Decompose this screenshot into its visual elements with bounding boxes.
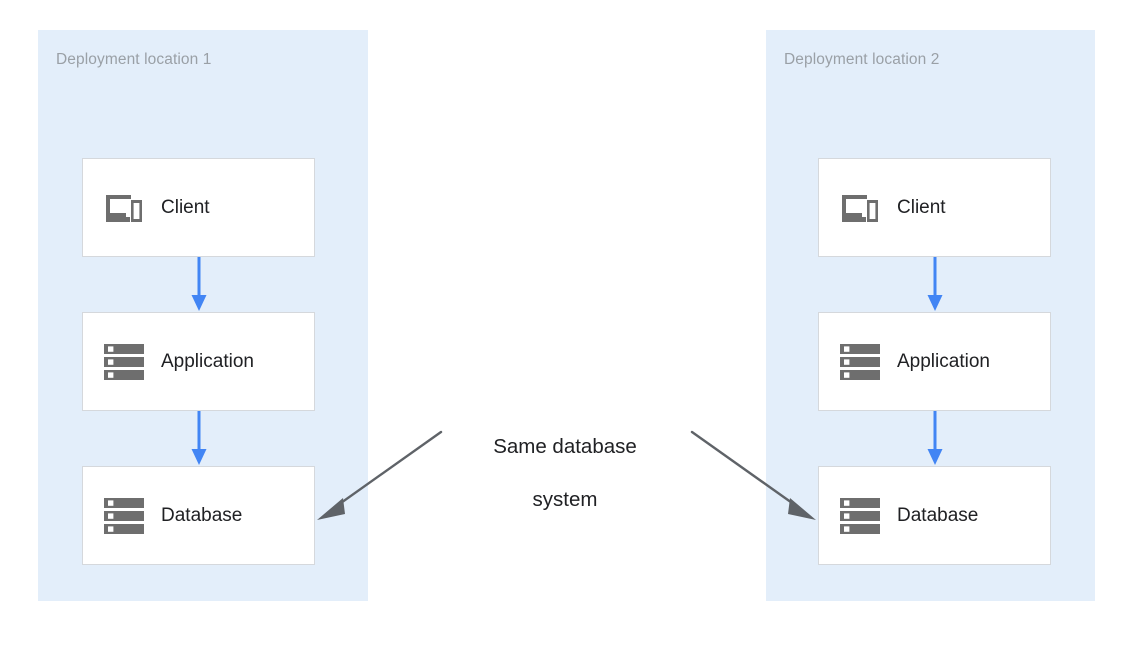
deployment-location-1-application-label: Application	[161, 351, 254, 372]
deployment-location-2-application-label: Application	[897, 351, 990, 372]
deployment-location-2-database-node[interactable]: Database	[818, 466, 1051, 565]
server-stack-icon	[837, 496, 883, 536]
deployment-location-1-application-node[interactable]: Application	[82, 312, 315, 411]
deployment-location-2-client-label: Client	[897, 197, 946, 218]
connector-application-to-database-2	[926, 411, 944, 466]
server-stack-icon	[101, 496, 147, 536]
same-database-system-annotation: Same database system	[440, 408, 690, 539]
devices-icon	[101, 188, 147, 228]
deployment-location-1-label: Deployment location 1	[56, 51, 212, 68]
connector-client-to-application-1	[190, 257, 208, 312]
annotation-line-2: system	[532, 487, 598, 511]
connector-client-to-application-2	[926, 257, 944, 312]
deployment-location-1-client-label: Client	[161, 197, 210, 218]
deployment-location-2-database-label: Database	[897, 505, 979, 526]
connector-application-to-database-1	[190, 411, 208, 466]
annotation-line-1: Same database	[493, 435, 637, 459]
deployment-location-2-label: Deployment location 2	[784, 51, 940, 68]
deployment-location-1-client-node[interactable]: Client	[82, 158, 315, 257]
server-stack-icon	[101, 342, 147, 382]
server-stack-icon	[837, 342, 883, 382]
deployment-location-2-client-node[interactable]: Client	[818, 158, 1051, 257]
devices-icon	[837, 188, 883, 228]
deployment-location-1-database-label: Database	[161, 505, 243, 526]
deployment-location-1-database-node[interactable]: Database	[82, 466, 315, 565]
deployment-location-2-application-node[interactable]: Application	[818, 312, 1051, 411]
